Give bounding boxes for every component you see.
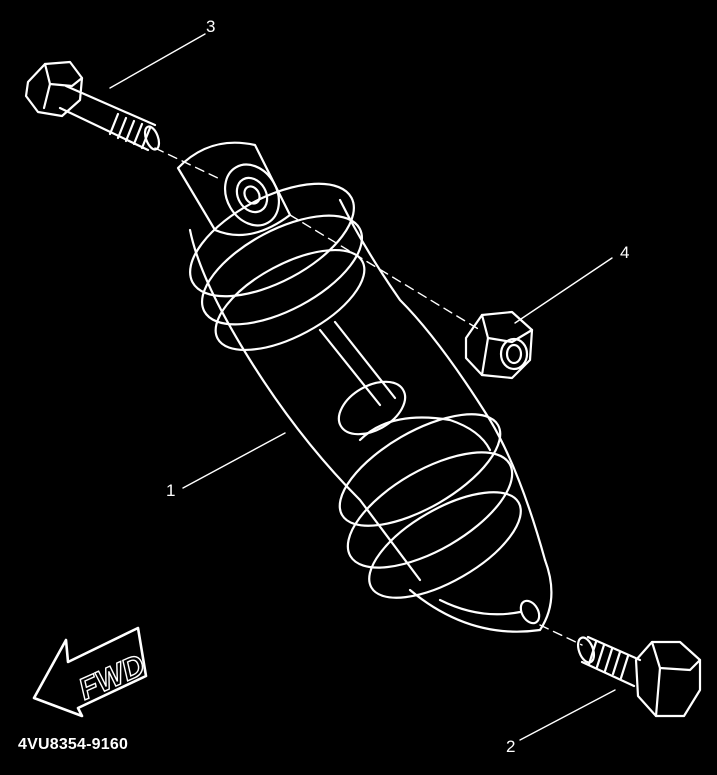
callout-3: 3 — [206, 17, 216, 36]
fwd-label: FWD — [74, 649, 150, 707]
part-code-label: 4VU8354-9160 — [18, 736, 129, 753]
assembly-lines — [154, 147, 583, 646]
shock-absorber — [176, 141, 553, 633]
callout-2: 2 — [506, 737, 516, 756]
shock-body-outline — [188, 228, 422, 582]
fwd-arrow-icon — [32, 626, 148, 718]
upper-bolt — [24, 60, 161, 152]
nut — [464, 310, 534, 380]
callout-4: 4 — [620, 243, 630, 262]
lower-spring — [338, 413, 522, 599]
leader-lines — [109, 33, 616, 741]
upper-mount-eye — [176, 141, 292, 237]
piston-rod — [318, 320, 397, 407]
callout-1: 1 — [166, 481, 176, 500]
lower-bolt — [576, 635, 702, 718]
lower-mount — [408, 558, 553, 633]
rod-collar — [337, 380, 407, 436]
